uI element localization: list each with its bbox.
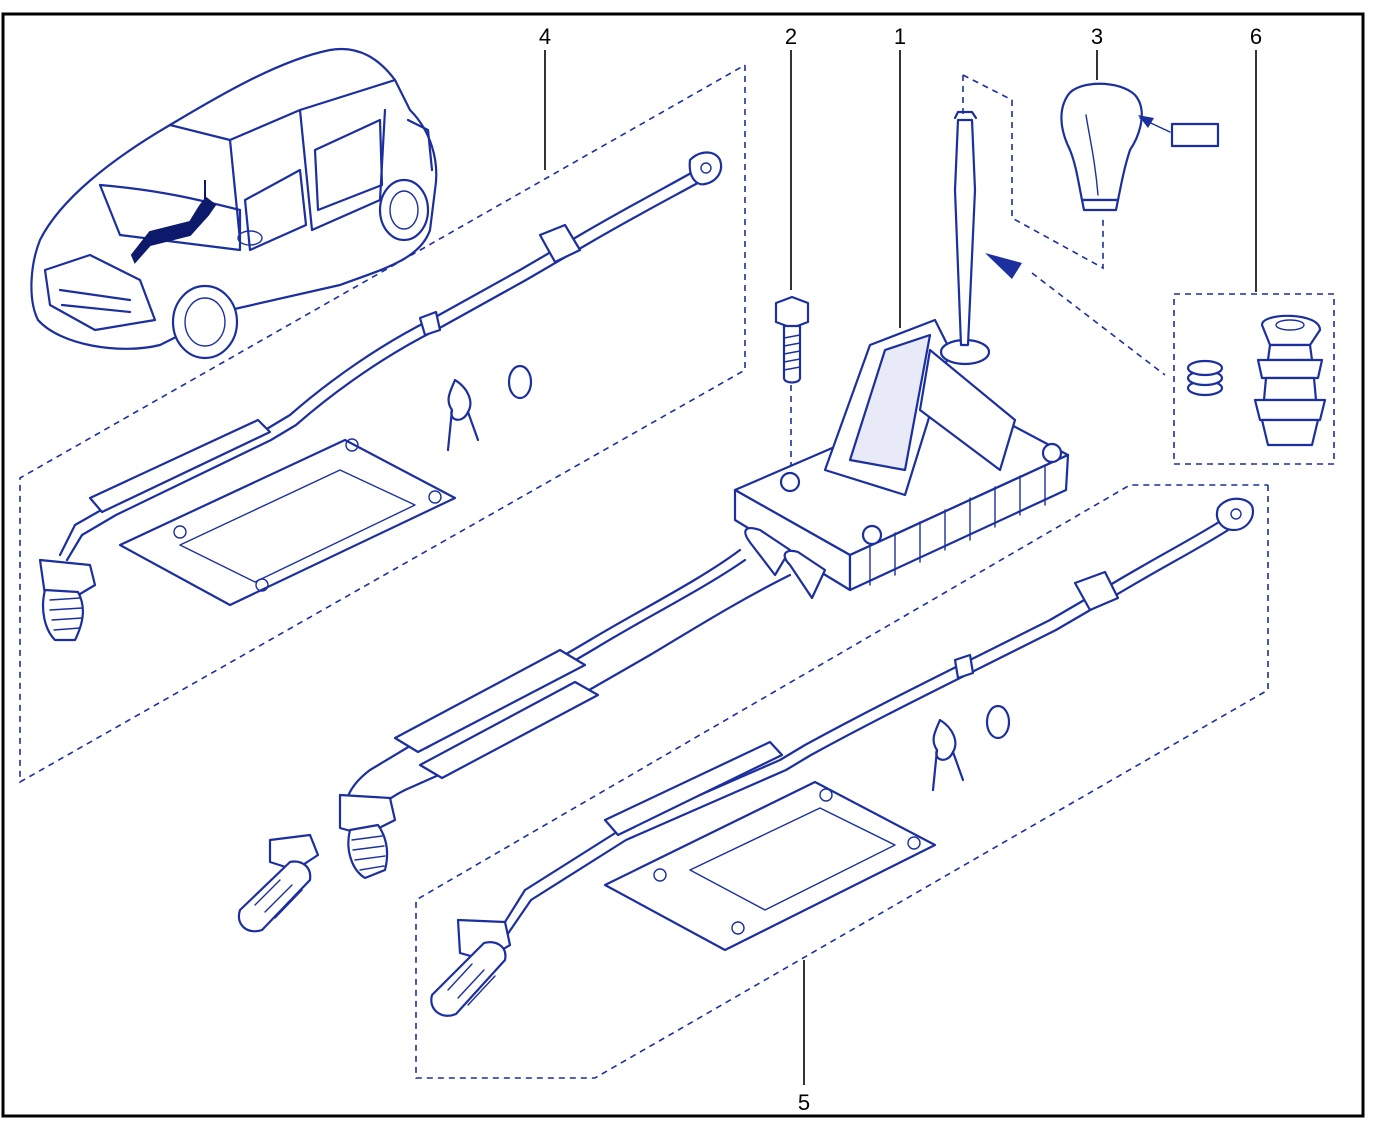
kit-6-spring: [1186, 359, 1224, 397]
callout-2-label: 2: [785, 24, 797, 49]
kit-4-cable: [38, 151, 723, 642]
main-cables: [237, 548, 792, 933]
kit-6-bushing: [1253, 314, 1327, 447]
kit-4-o-ring: [507, 364, 533, 400]
callout-6: 6: [1250, 24, 1262, 292]
callout-5-label: 5: [798, 1090, 810, 1115]
gear-knob: [1060, 82, 1143, 212]
kit-5-boundary: [415, 484, 1269, 1079]
kit-4-boundary: [19, 64, 746, 784]
kit-4-clip: [446, 378, 480, 452]
kit-5-o-ring: [985, 704, 1011, 740]
bolt: [774, 295, 810, 384]
callout-1-label: 1: [894, 24, 906, 49]
knob-boundary: [962, 74, 1104, 270]
callout-3: 3: [1091, 24, 1103, 80]
callout-3-label: 3: [1091, 24, 1103, 49]
kit-4-gasket: [118, 438, 457, 607]
diagram-frame: [1, 12, 1365, 1118]
arrow-head-icon: [985, 253, 1022, 279]
callout-6-label: 6: [1250, 24, 1262, 49]
kit-5-gasket: [603, 780, 937, 952]
kit-5-clip: [931, 718, 965, 792]
kit-6-arrow-line: [1031, 272, 1166, 376]
kit-6-boundary: [1173, 293, 1335, 465]
shifter-assembly: [733, 110, 1070, 600]
callout-5: 5: [798, 960, 810, 1115]
car-illustration: [30, 47, 438, 360]
knob-label-plate: [1170, 122, 1220, 148]
kit-5-cable: [430, 497, 1254, 1017]
callout-4-label: 4: [539, 24, 551, 49]
callout-1: 1: [894, 24, 906, 328]
callout-2: 2: [785, 24, 797, 290]
callout-4: 4: [539, 24, 551, 170]
